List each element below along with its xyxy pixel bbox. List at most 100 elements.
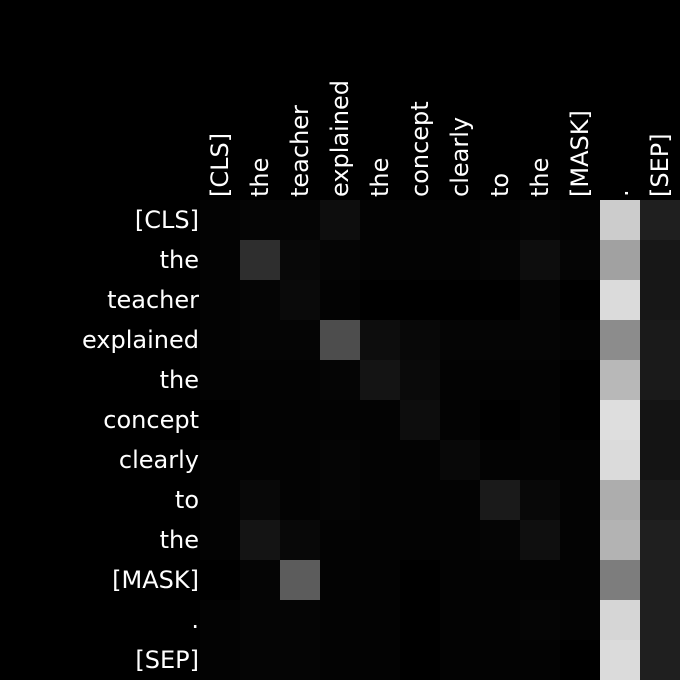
y-tick-label: teacher bbox=[107, 286, 199, 314]
heatmap-cell-r8-c8 bbox=[520, 520, 560, 560]
heatmap-cell-r3-c5 bbox=[400, 320, 440, 360]
heatmap-cell-r8-c11 bbox=[640, 520, 680, 560]
heatmap-cell-r3-c10 bbox=[600, 320, 640, 360]
heatmap-cell-r9-c0 bbox=[200, 560, 240, 600]
heatmap-cell-r0-c10 bbox=[600, 200, 640, 240]
heatmap-cell-r10-c6 bbox=[440, 600, 480, 640]
x-tick-label: . bbox=[606, 189, 634, 197]
x-tick-label: teacher bbox=[286, 105, 314, 197]
heatmap-cell-r9-c2 bbox=[280, 560, 320, 600]
heatmap-cell-r1-c0 bbox=[200, 240, 240, 280]
y-tick-label: concept bbox=[103, 406, 199, 434]
heatmap-cell-r2-c9 bbox=[560, 280, 600, 320]
heatmap-cell-r11-c7 bbox=[480, 640, 520, 680]
heatmap-cell-r11-c3 bbox=[320, 640, 360, 680]
heatmap-cell-r9-c11 bbox=[640, 560, 680, 600]
heatmap-cell-r7-c10 bbox=[600, 480, 640, 520]
heatmap-cell-r11-c11 bbox=[640, 640, 680, 680]
heatmap-cell-r3-c7 bbox=[480, 320, 520, 360]
heatmap-cell-r0-c5 bbox=[400, 200, 440, 240]
heatmap-cell-r0-c2 bbox=[280, 200, 320, 240]
heatmap-cell-r6-c10 bbox=[600, 440, 640, 480]
heatmap-cell-r7-c2 bbox=[280, 480, 320, 520]
y-tick-label: the bbox=[160, 246, 199, 274]
heatmap-cell-r8-c9 bbox=[560, 520, 600, 560]
heatmap-cell-r1-c11 bbox=[640, 240, 680, 280]
heatmap-cell-r9-c4 bbox=[360, 560, 400, 600]
heatmap-cell-r2-c4 bbox=[360, 280, 400, 320]
y-tick-label: the bbox=[160, 366, 199, 394]
heatmap-cell-r2-c8 bbox=[520, 280, 560, 320]
x-tick-label: the bbox=[366, 158, 394, 197]
heatmap-cell-r7-c9 bbox=[560, 480, 600, 520]
heatmap-cell-r6-c3 bbox=[320, 440, 360, 480]
heatmap-cell-r3-c3 bbox=[320, 320, 360, 360]
heatmap-cell-r10-c0 bbox=[200, 600, 240, 640]
heatmap-cell-r3-c0 bbox=[200, 320, 240, 360]
heatmap-cell-r3-c1 bbox=[240, 320, 280, 360]
heatmap-cell-r0-c0 bbox=[200, 200, 240, 240]
heatmap-cell-r2-c5 bbox=[400, 280, 440, 320]
heatmap-cell-r10-c9 bbox=[560, 600, 600, 640]
heatmap-cell-r6-c4 bbox=[360, 440, 400, 480]
heatmap-cell-r6-c5 bbox=[400, 440, 440, 480]
heatmap-cell-r5-c11 bbox=[640, 400, 680, 440]
heatmap-cell-r2-c2 bbox=[280, 280, 320, 320]
heatmap-cell-r4-c2 bbox=[280, 360, 320, 400]
heatmap-cell-r7-c1 bbox=[240, 480, 280, 520]
heatmap-cell-r4-c1 bbox=[240, 360, 280, 400]
heatmap-cell-r4-c4 bbox=[360, 360, 400, 400]
heatmap-cell-r5-c10 bbox=[600, 400, 640, 440]
heatmap-cell-r5-c6 bbox=[440, 400, 480, 440]
heatmap-cell-r9-c8 bbox=[520, 560, 560, 600]
heatmap-cell-r2-c7 bbox=[480, 280, 520, 320]
heatmap-cell-r1-c7 bbox=[480, 240, 520, 280]
heatmap-cell-r4-c7 bbox=[480, 360, 520, 400]
heatmap-cell-r4-c11 bbox=[640, 360, 680, 400]
heatmap-cell-r8-c1 bbox=[240, 520, 280, 560]
heatmap-cell-r8-c3 bbox=[320, 520, 360, 560]
y-tick-label: explained bbox=[82, 326, 199, 354]
heatmap-cell-r4-c10 bbox=[600, 360, 640, 400]
heatmap-cell-r9-c10 bbox=[600, 560, 640, 600]
heatmap-cell-r5-c8 bbox=[520, 400, 560, 440]
x-tick-label: the bbox=[526, 158, 554, 197]
heatmap-cell-r10-c8 bbox=[520, 600, 560, 640]
x-tick-label: clearly bbox=[446, 117, 474, 197]
heatmap-cell-r10-c10 bbox=[600, 600, 640, 640]
y-tick-label: [SEP] bbox=[135, 646, 199, 674]
x-tick-label: [MASK] bbox=[566, 110, 594, 197]
heatmap-cell-r2-c3 bbox=[320, 280, 360, 320]
heatmap-cell-r11-c5 bbox=[400, 640, 440, 680]
heatmap-cell-r9-c6 bbox=[440, 560, 480, 600]
heatmap-cell-r7-c11 bbox=[640, 480, 680, 520]
heatmap-cell-r0-c3 bbox=[320, 200, 360, 240]
heatmap-cell-r11-c4 bbox=[360, 640, 400, 680]
heatmap-cell-r11-c9 bbox=[560, 640, 600, 680]
heatmap-cell-r1-c2 bbox=[280, 240, 320, 280]
heatmap-cell-r6-c6 bbox=[440, 440, 480, 480]
heatmap-cell-r9-c5 bbox=[400, 560, 440, 600]
heatmap-cell-r8-c10 bbox=[600, 520, 640, 560]
heatmap-cell-r6-c0 bbox=[200, 440, 240, 480]
heatmap-cell-r0-c7 bbox=[480, 200, 520, 240]
heatmap-cell-r5-c7 bbox=[480, 400, 520, 440]
heatmap-cell-r6-c2 bbox=[280, 440, 320, 480]
heatmap-cell-r3-c11 bbox=[640, 320, 680, 360]
y-tick-label: the bbox=[160, 526, 199, 554]
heatmap-cell-r8-c6 bbox=[440, 520, 480, 560]
heatmap-cell-r2-c11 bbox=[640, 280, 680, 320]
x-tick-label: concept bbox=[406, 101, 434, 197]
heatmap-cell-r4-c0 bbox=[200, 360, 240, 400]
heatmap-cell-r5-c3 bbox=[320, 400, 360, 440]
heatmap-cell-r8-c4 bbox=[360, 520, 400, 560]
heatmap-cell-r6-c9 bbox=[560, 440, 600, 480]
heatmap-cell-r5-c4 bbox=[360, 400, 400, 440]
heatmap-cell-r10-c11 bbox=[640, 600, 680, 640]
heatmap-cell-r9-c9 bbox=[560, 560, 600, 600]
heatmap-cell-r11-c6 bbox=[440, 640, 480, 680]
heatmap-cell-r4-c3 bbox=[320, 360, 360, 400]
heatmap-cell-r1-c5 bbox=[400, 240, 440, 280]
heatmap-cell-r4-c8 bbox=[520, 360, 560, 400]
